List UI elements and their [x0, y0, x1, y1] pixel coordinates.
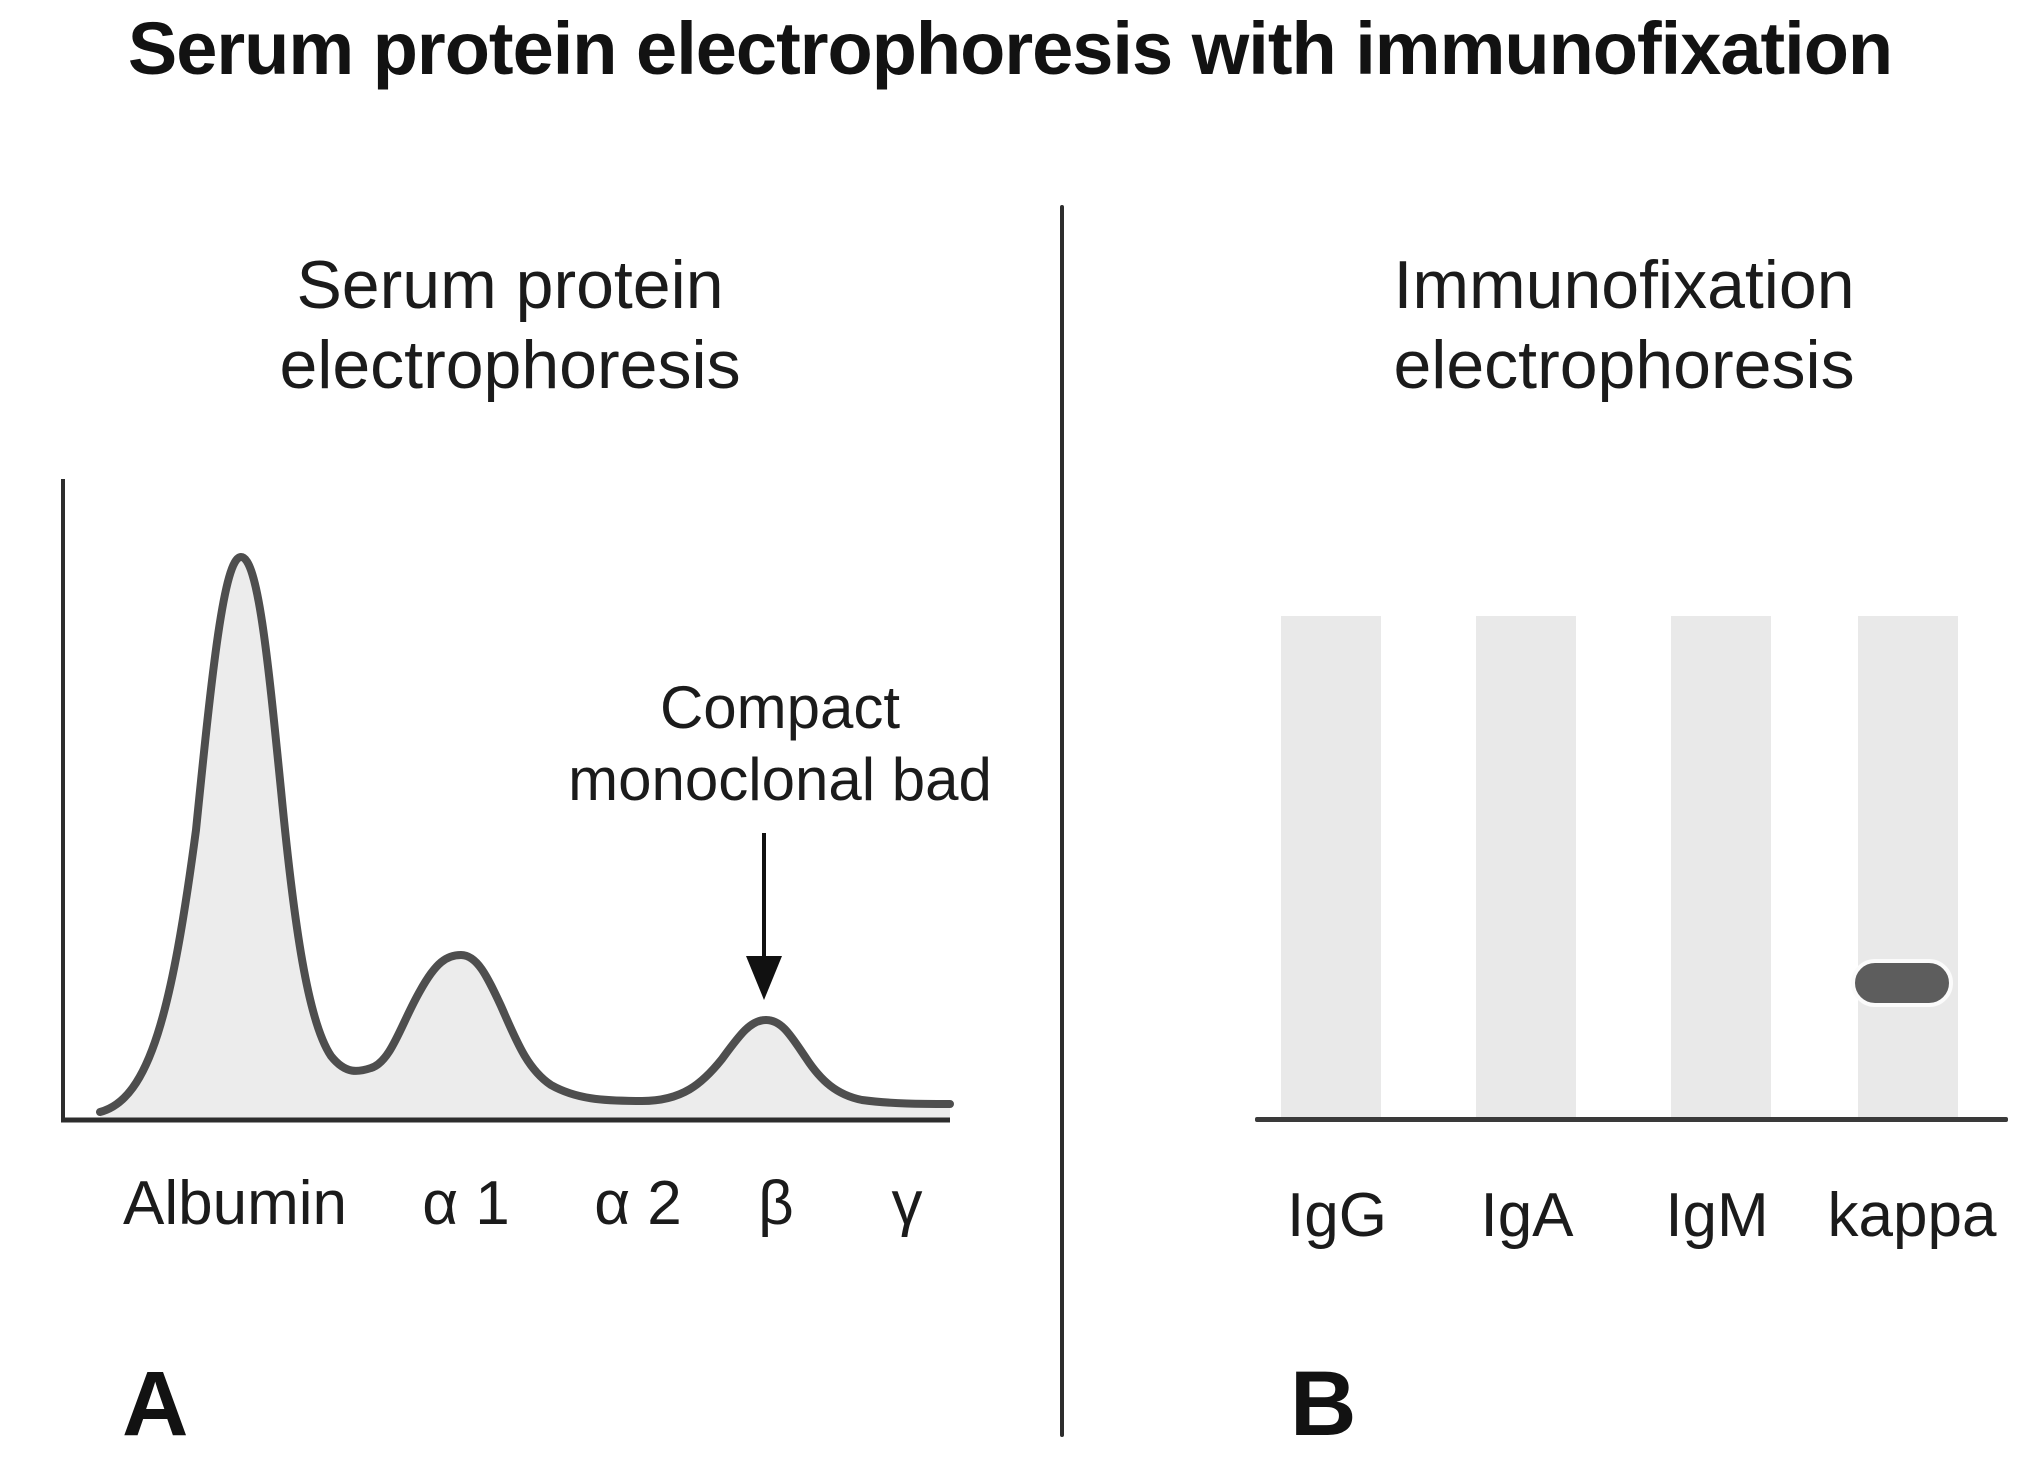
lane-label-igm: IgM — [1665, 1181, 1769, 1250]
annotation-line2: monoclonal bad — [568, 746, 992, 813]
panel-b-header-line1: Immunofixation — [1393, 247, 1855, 323]
panel-a-header: Serum protein electrophoresis — [279, 245, 740, 405]
panel-divider — [1060, 205, 1064, 1437]
figure-title: Serum protein electrophoresis with immun… — [127, 7, 1893, 90]
panel-b-header-line2: electrophoresis — [1393, 327, 1855, 403]
lane-kappa — [1851, 616, 1958, 1118]
immunofixation-baseline — [1255, 1117, 2008, 1122]
annotation-arrowhead — [746, 956, 782, 1000]
panel-b-letter: B — [1290, 1353, 1357, 1455]
spep-curve-line — [96, 552, 954, 1116]
panel-b-header: Immunofixation electrophoresis — [1393, 245, 1854, 405]
lane-label-iga: IgA — [1480, 1181, 1574, 1250]
axis-label-alpha2: α 2 — [594, 1169, 682, 1238]
lane-igm — [1671, 616, 1771, 1118]
panel-a-letter: A — [122, 1353, 189, 1455]
axis-label-gamma: γ — [891, 1169, 923, 1238]
monoclonal-band-annotation: Compact monoclonal bad — [568, 672, 992, 816]
annotation-line1: Compact — [659, 674, 901, 741]
lane-igg — [1281, 616, 1381, 1118]
axis-label-alpha1: α 1 — [422, 1169, 510, 1238]
axis-label-beta: β — [758, 1169, 794, 1238]
spep-curve-fill — [100, 557, 950, 1119]
axis-label-albumin: Albumin — [123, 1169, 347, 1238]
kappa-monoclonal-band — [1851, 959, 1953, 1007]
panel-a-header-line1: Serum protein — [296, 247, 724, 323]
lane-iga — [1476, 616, 1576, 1118]
panel-a-header-line2: electrophoresis — [279, 327, 741, 403]
lane-label-kappa: kappa — [1827, 1181, 1997, 1250]
lane-label-igg: IgG — [1287, 1181, 1387, 1250]
